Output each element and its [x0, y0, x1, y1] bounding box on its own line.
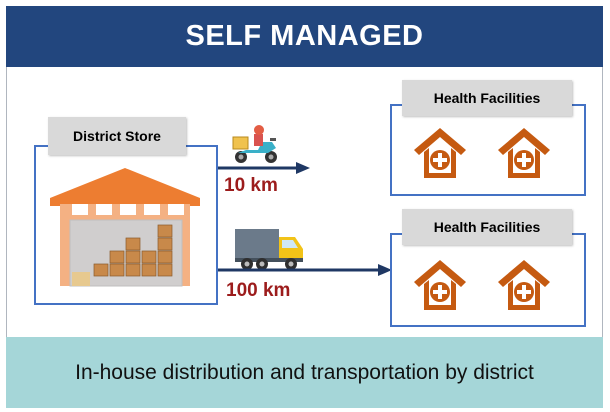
- page-title: SELF MANAGED: [185, 20, 424, 52]
- footer-caption-band: In-house distribution and transportation…: [6, 337, 603, 408]
- title-banner: SELF MANAGED: [6, 6, 603, 67]
- route-arrow-short: [218, 162, 310, 174]
- route-arrow-long: [218, 264, 392, 276]
- health-facility-icon: [498, 260, 550, 310]
- health-facilities-label-top: Health Facilities: [402, 80, 572, 116]
- distance-long: 100 km: [226, 280, 291, 301]
- health-facilities-label-bottom: Health Facilities: [402, 209, 572, 245]
- health-facility-icon: [414, 128, 466, 178]
- footer-caption: In-house distribution and transportation…: [75, 360, 534, 384]
- district-store-label: District Store: [48, 117, 186, 155]
- truck-icon: [235, 229, 303, 270]
- warehouse-icon: [50, 168, 200, 287]
- health-facility-icon: [414, 260, 466, 310]
- distance-short: 10 km: [224, 175, 278, 196]
- health-facility-icon: [498, 128, 550, 178]
- motorbike-icon: [232, 125, 277, 163]
